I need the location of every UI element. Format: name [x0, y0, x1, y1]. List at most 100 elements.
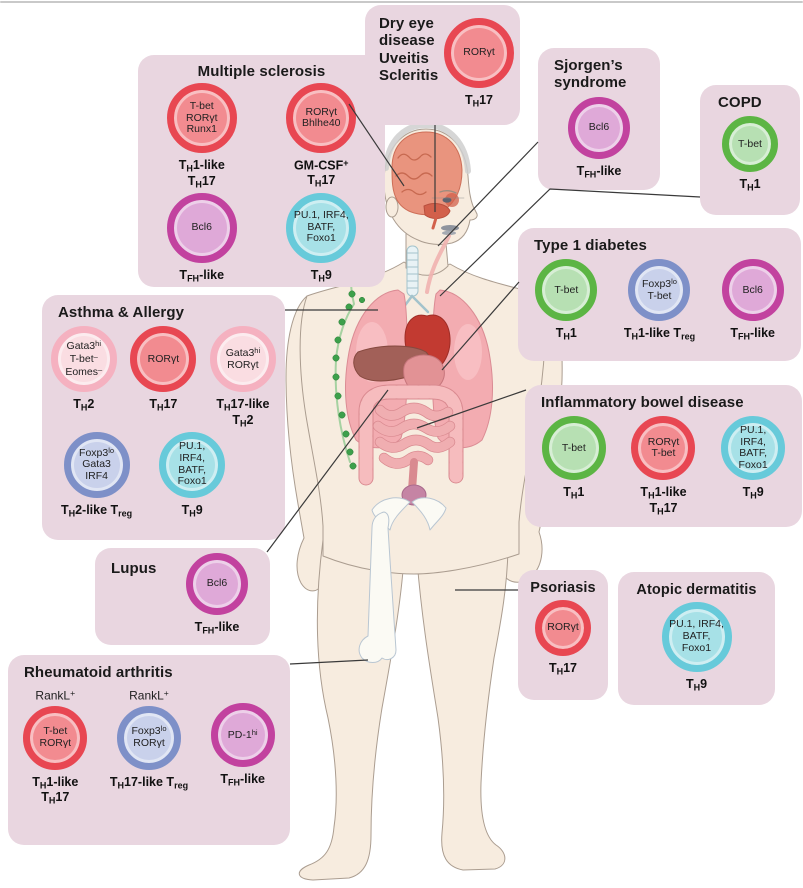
panel-title: Asthma & Allergy	[58, 304, 185, 321]
panel-title: COPD	[718, 94, 762, 111]
cell-label: TFH-like	[730, 326, 775, 342]
skeleton-illustration	[358, 497, 447, 663]
panel-title: Type 1 diabetes	[534, 237, 647, 254]
panel-title: Rheumatoid arthritis	[24, 664, 173, 681]
cell-label: TH17	[548, 660, 578, 677]
cell-circle: Bcl6	[721, 259, 784, 322]
cell-circle-text: Bcl6	[191, 220, 212, 233]
connector-rheumatoid-knee	[289, 659, 369, 665]
cell-circle-text: Bcl6	[742, 283, 763, 296]
cell-label: TH17-like Treg	[109, 774, 189, 791]
cell-circle: RORγt	[444, 18, 514, 88]
body-neck	[405, 229, 449, 276]
cell-circle: T-bet	[541, 416, 606, 481]
face-details	[431, 190, 465, 236]
cell-label: TFH-like	[194, 620, 240, 636]
cell-circle: PD-1hi	[210, 703, 275, 768]
cell-circle-text: T-bet	[554, 283, 579, 296]
trachea	[398, 245, 430, 314]
cell-circle: Bcl6	[186, 553, 248, 615]
cell-label: TH1	[739, 177, 761, 193]
cell-circle: PU.1, IRF4,BATF, Foxo1	[159, 431, 226, 498]
cell-circle-text: PU.1, IRF4,BATF, Foxo1	[177, 440, 207, 488]
panel-title: Multiple sclerosis	[197, 63, 326, 80]
cell-circle-text: PD-1hi	[227, 728, 258, 741]
esophagus	[425, 234, 451, 294]
cell-circle: RORγt	[130, 326, 197, 393]
cell-label: TH1-like Treg	[623, 326, 696, 342]
cell-top-label: RankL+	[129, 688, 169, 703]
body-head	[383, 128, 478, 245]
liver-illustration	[353, 345, 430, 382]
cell-label: TFH-like	[179, 267, 225, 284]
cell-circle-text: RORγt	[147, 352, 180, 365]
body-torso	[299, 261, 546, 575]
cell-circle: Bcl6	[568, 96, 630, 159]
intestines-illustration	[358, 384, 464, 494]
heart-illustration	[404, 314, 451, 377]
connector-type1-diabetes-pancreas	[441, 281, 520, 371]
skull-cap	[383, 122, 471, 174]
panel-title: Atopic dermatitis	[636, 582, 757, 598]
cell-circle-text: Bcl6	[206, 577, 228, 590]
cell-circle: PU.1, IRF4,BATF, Foxo1	[721, 416, 786, 481]
panel-atopic-dermatitis: Atopic dermatitis PU.1, IRF4,BATF, Foxo1…	[618, 572, 775, 705]
cell-circle: PU.1, IRF4,BATF, Foxo1	[661, 601, 732, 672]
cell-circle-text: PU.1, IRF4,BATF, Foxo1	[738, 423, 768, 472]
cell-circle-text: PU.1, IRF4,BATF, Foxo1	[293, 208, 349, 245]
cell-label: TH17	[149, 397, 178, 413]
cell-label: TH17	[464, 93, 494, 109]
bladder-illustration	[401, 484, 427, 506]
cell-circle-text: T-bet	[561, 441, 586, 454]
cell-circle: RORγt	[535, 599, 591, 656]
stomach-illustration	[403, 354, 445, 393]
cell-circle-text: RORγt	[547, 620, 579, 633]
cell-label: TH1	[555, 326, 577, 342]
cell-label: TFH-like	[220, 772, 265, 788]
